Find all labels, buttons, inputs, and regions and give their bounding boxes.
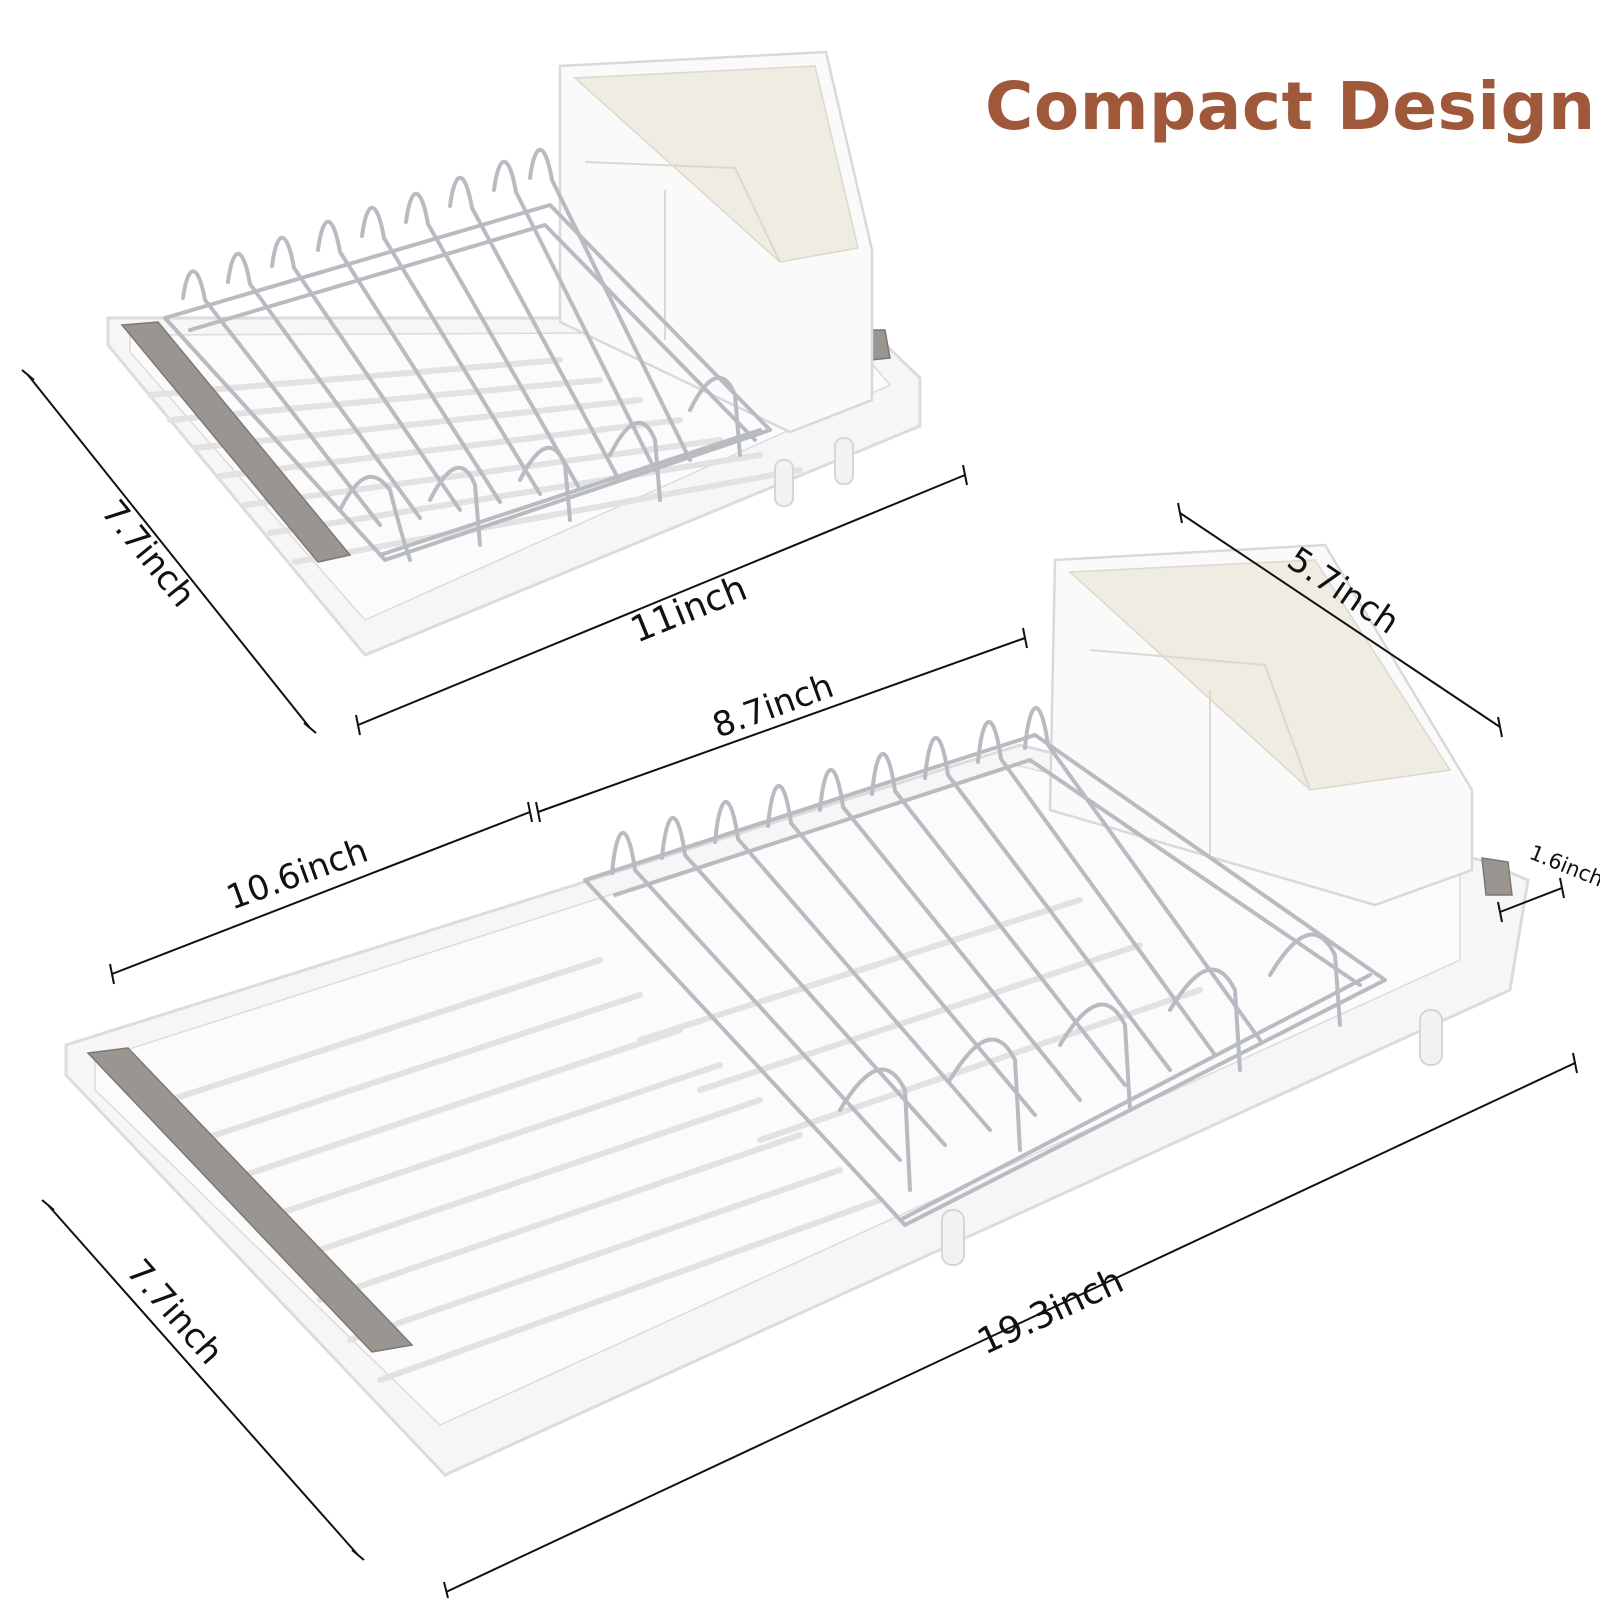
compact-leg xyxy=(834,437,854,485)
extended-length-label: 19.3inch xyxy=(971,1260,1129,1363)
compact-length-label: 11inch xyxy=(625,568,753,651)
extended-dish-rack xyxy=(64,543,1530,1477)
compact-utensil-cup xyxy=(558,50,874,434)
extended-leg xyxy=(941,1209,965,1266)
extended-leg xyxy=(1419,1009,1443,1066)
extended-steel-handle-right xyxy=(1481,857,1513,896)
extended-wire-rack xyxy=(583,706,1387,1227)
compact-leg xyxy=(774,459,794,507)
extended-depth-label: 7.7inch xyxy=(118,1252,230,1373)
rack-length-label: 8.7inch xyxy=(707,666,838,746)
compact-steel-handle xyxy=(120,321,352,563)
compact-depth-label: 7.7inch xyxy=(93,492,203,615)
extended-tray-ribs xyxy=(167,897,1203,1383)
extended-steel-handle xyxy=(86,1047,414,1353)
page-title: Compact Design xyxy=(985,68,1596,145)
compact-tray-ribs xyxy=(147,357,803,565)
compact-dish-rack xyxy=(106,50,922,657)
compact-wire-rack xyxy=(163,147,772,562)
dimension-lines xyxy=(21,369,1578,1599)
cup-depth-label: 1.6inch xyxy=(1526,840,1600,891)
tray-length-label: 10.6inch xyxy=(221,831,373,919)
extended-utensil-cup xyxy=(1048,543,1474,907)
